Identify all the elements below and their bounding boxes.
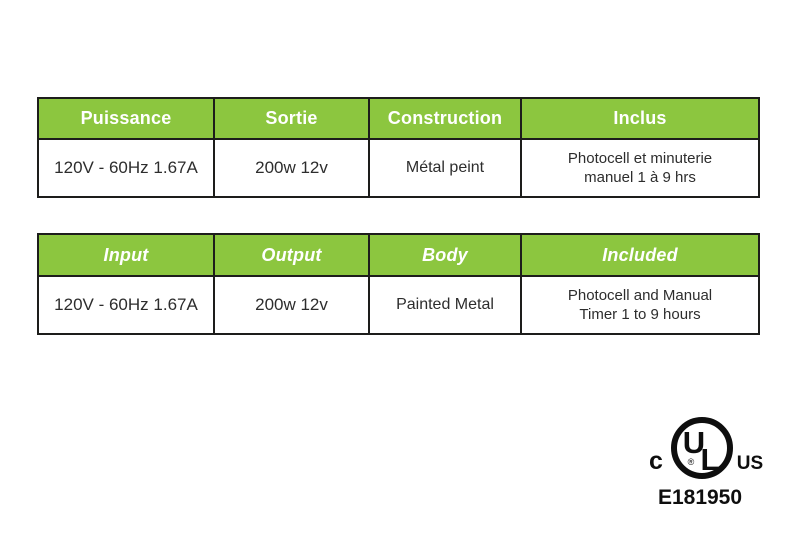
ul-logo-icon: U L ® c US E181950 xyxy=(649,417,763,509)
english-header-output: Output xyxy=(215,235,370,275)
ul-file-number: E181950 xyxy=(658,486,742,509)
french-data-row: 120V - 60Hz 1.67A 200w 12v Métal peint P… xyxy=(39,140,758,196)
english-header-included: Included xyxy=(522,235,758,275)
french-included-text: Photocell et minuterie manuel 1 à 9 hrs xyxy=(567,149,713,187)
french-cell-output: 200w 12v xyxy=(215,140,370,196)
ul-circle xyxy=(671,417,733,479)
ul-monogram-u: U xyxy=(683,425,705,460)
french-header-row: Puissance Sortie Construction Inclus xyxy=(39,99,758,140)
english-cell-input-power: 120V - 60Hz 1.67A xyxy=(39,277,215,333)
us-indicator: US xyxy=(737,453,763,474)
registered-symbol: ® xyxy=(688,457,695,467)
french-cell-input-power: 120V - 60Hz 1.67A xyxy=(39,140,215,196)
ul-certification-mark: U L ® c US E181950 xyxy=(625,403,785,518)
canada-indicator: c xyxy=(649,447,663,475)
ul-monogram-l: L xyxy=(701,442,720,477)
french-header-puissance: Puissance xyxy=(39,99,215,138)
english-included-text: Photocell and Manual Timer 1 to 9 hours xyxy=(567,286,713,324)
english-header-row: Input Output Body Included xyxy=(39,235,758,277)
french-cell-included: Photocell et minuterie manuel 1 à 9 hrs xyxy=(522,140,758,196)
english-header-body: Body xyxy=(370,235,522,275)
spec-table-english: Input Output Body Included 120V - 60Hz 1… xyxy=(37,233,760,335)
french-header-sortie: Sortie xyxy=(215,99,370,138)
english-cell-included: Photocell and Manual Timer 1 to 9 hours xyxy=(522,277,758,333)
french-cell-body-material: Métal peint xyxy=(370,140,522,196)
english-cell-output: 200w 12v xyxy=(215,277,370,333)
spec-table-french: Puissance Sortie Construction Inclus 120… xyxy=(37,97,760,198)
french-header-inclus: Inclus xyxy=(522,99,758,138)
french-header-construction: Construction xyxy=(370,99,522,138)
english-header-input: Input xyxy=(39,235,215,275)
english-cell-body-material: Painted Metal xyxy=(370,277,522,333)
english-data-row: 120V - 60Hz 1.67A 200w 12v Painted Metal… xyxy=(39,277,758,333)
